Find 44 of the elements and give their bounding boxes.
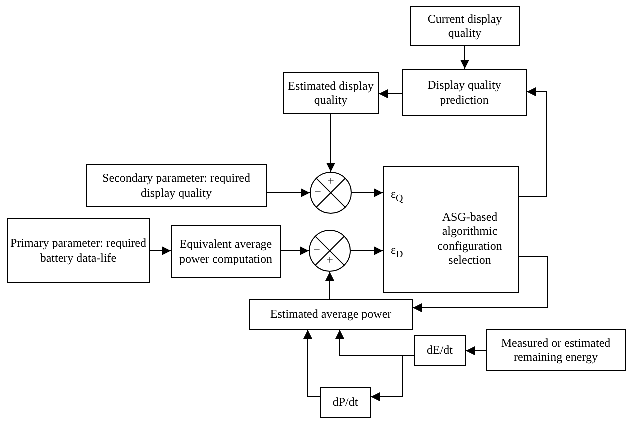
sign-label: −	[312, 243, 322, 258]
node-label: dE/dt	[427, 343, 453, 358]
process-box	[320, 387, 371, 418]
arrow	[326, 272, 334, 300]
process-box	[171, 225, 281, 278]
node-label: Primary parameter: required battery data-life	[10, 236, 147, 265]
process-box	[486, 329, 626, 371]
node-label: Current display quality	[426, 12, 504, 40]
sign-label: +	[326, 253, 334, 268]
arrow	[150, 246, 172, 256]
node-label: Display quality prediction	[426, 78, 502, 107]
process-box	[249, 299, 413, 330]
node-label: Equivalent average power computation	[178, 237, 274, 266]
arrow	[378, 90, 402, 98]
arrow	[280, 246, 310, 256]
process-box	[414, 335, 466, 366]
process-box	[7, 218, 150, 283]
arrow	[350, 246, 384, 256]
node-label: Measured or estimated remaining energy	[500, 336, 612, 364]
node-label: ASG-based algorithmic configuration selection	[436, 210, 504, 268]
arrow	[352, 188, 384, 198]
arrow	[466, 346, 486, 356]
node-label: Secondary parameter: required display quality	[102, 171, 252, 200]
node-label: dP/dt	[332, 395, 358, 410]
process-box	[410, 6, 520, 46]
arrow	[460, 46, 470, 70]
process-box	[86, 164, 267, 207]
sign-label: −	[314, 185, 322, 200]
node-label: Estimated average power	[270, 307, 392, 322]
node-label: Estimated display quality	[287, 78, 375, 108]
input-label: ε$_{D}$	[391, 243, 404, 262]
process-box	[383, 166, 519, 293]
summing-junction	[309, 230, 351, 272]
input-label: ε$_{Q}$	[391, 187, 404, 206]
process-box	[283, 72, 379, 114]
arrow	[266, 188, 310, 198]
arrow	[370, 356, 414, 402]
summing-junction	[310, 172, 352, 214]
arrow	[412, 256, 548, 312]
arrow	[326, 114, 336, 172]
sign-label: +	[326, 174, 336, 188]
arrow	[304, 330, 320, 398]
process-box	[402, 69, 527, 116]
arrow	[518, 88, 548, 198]
